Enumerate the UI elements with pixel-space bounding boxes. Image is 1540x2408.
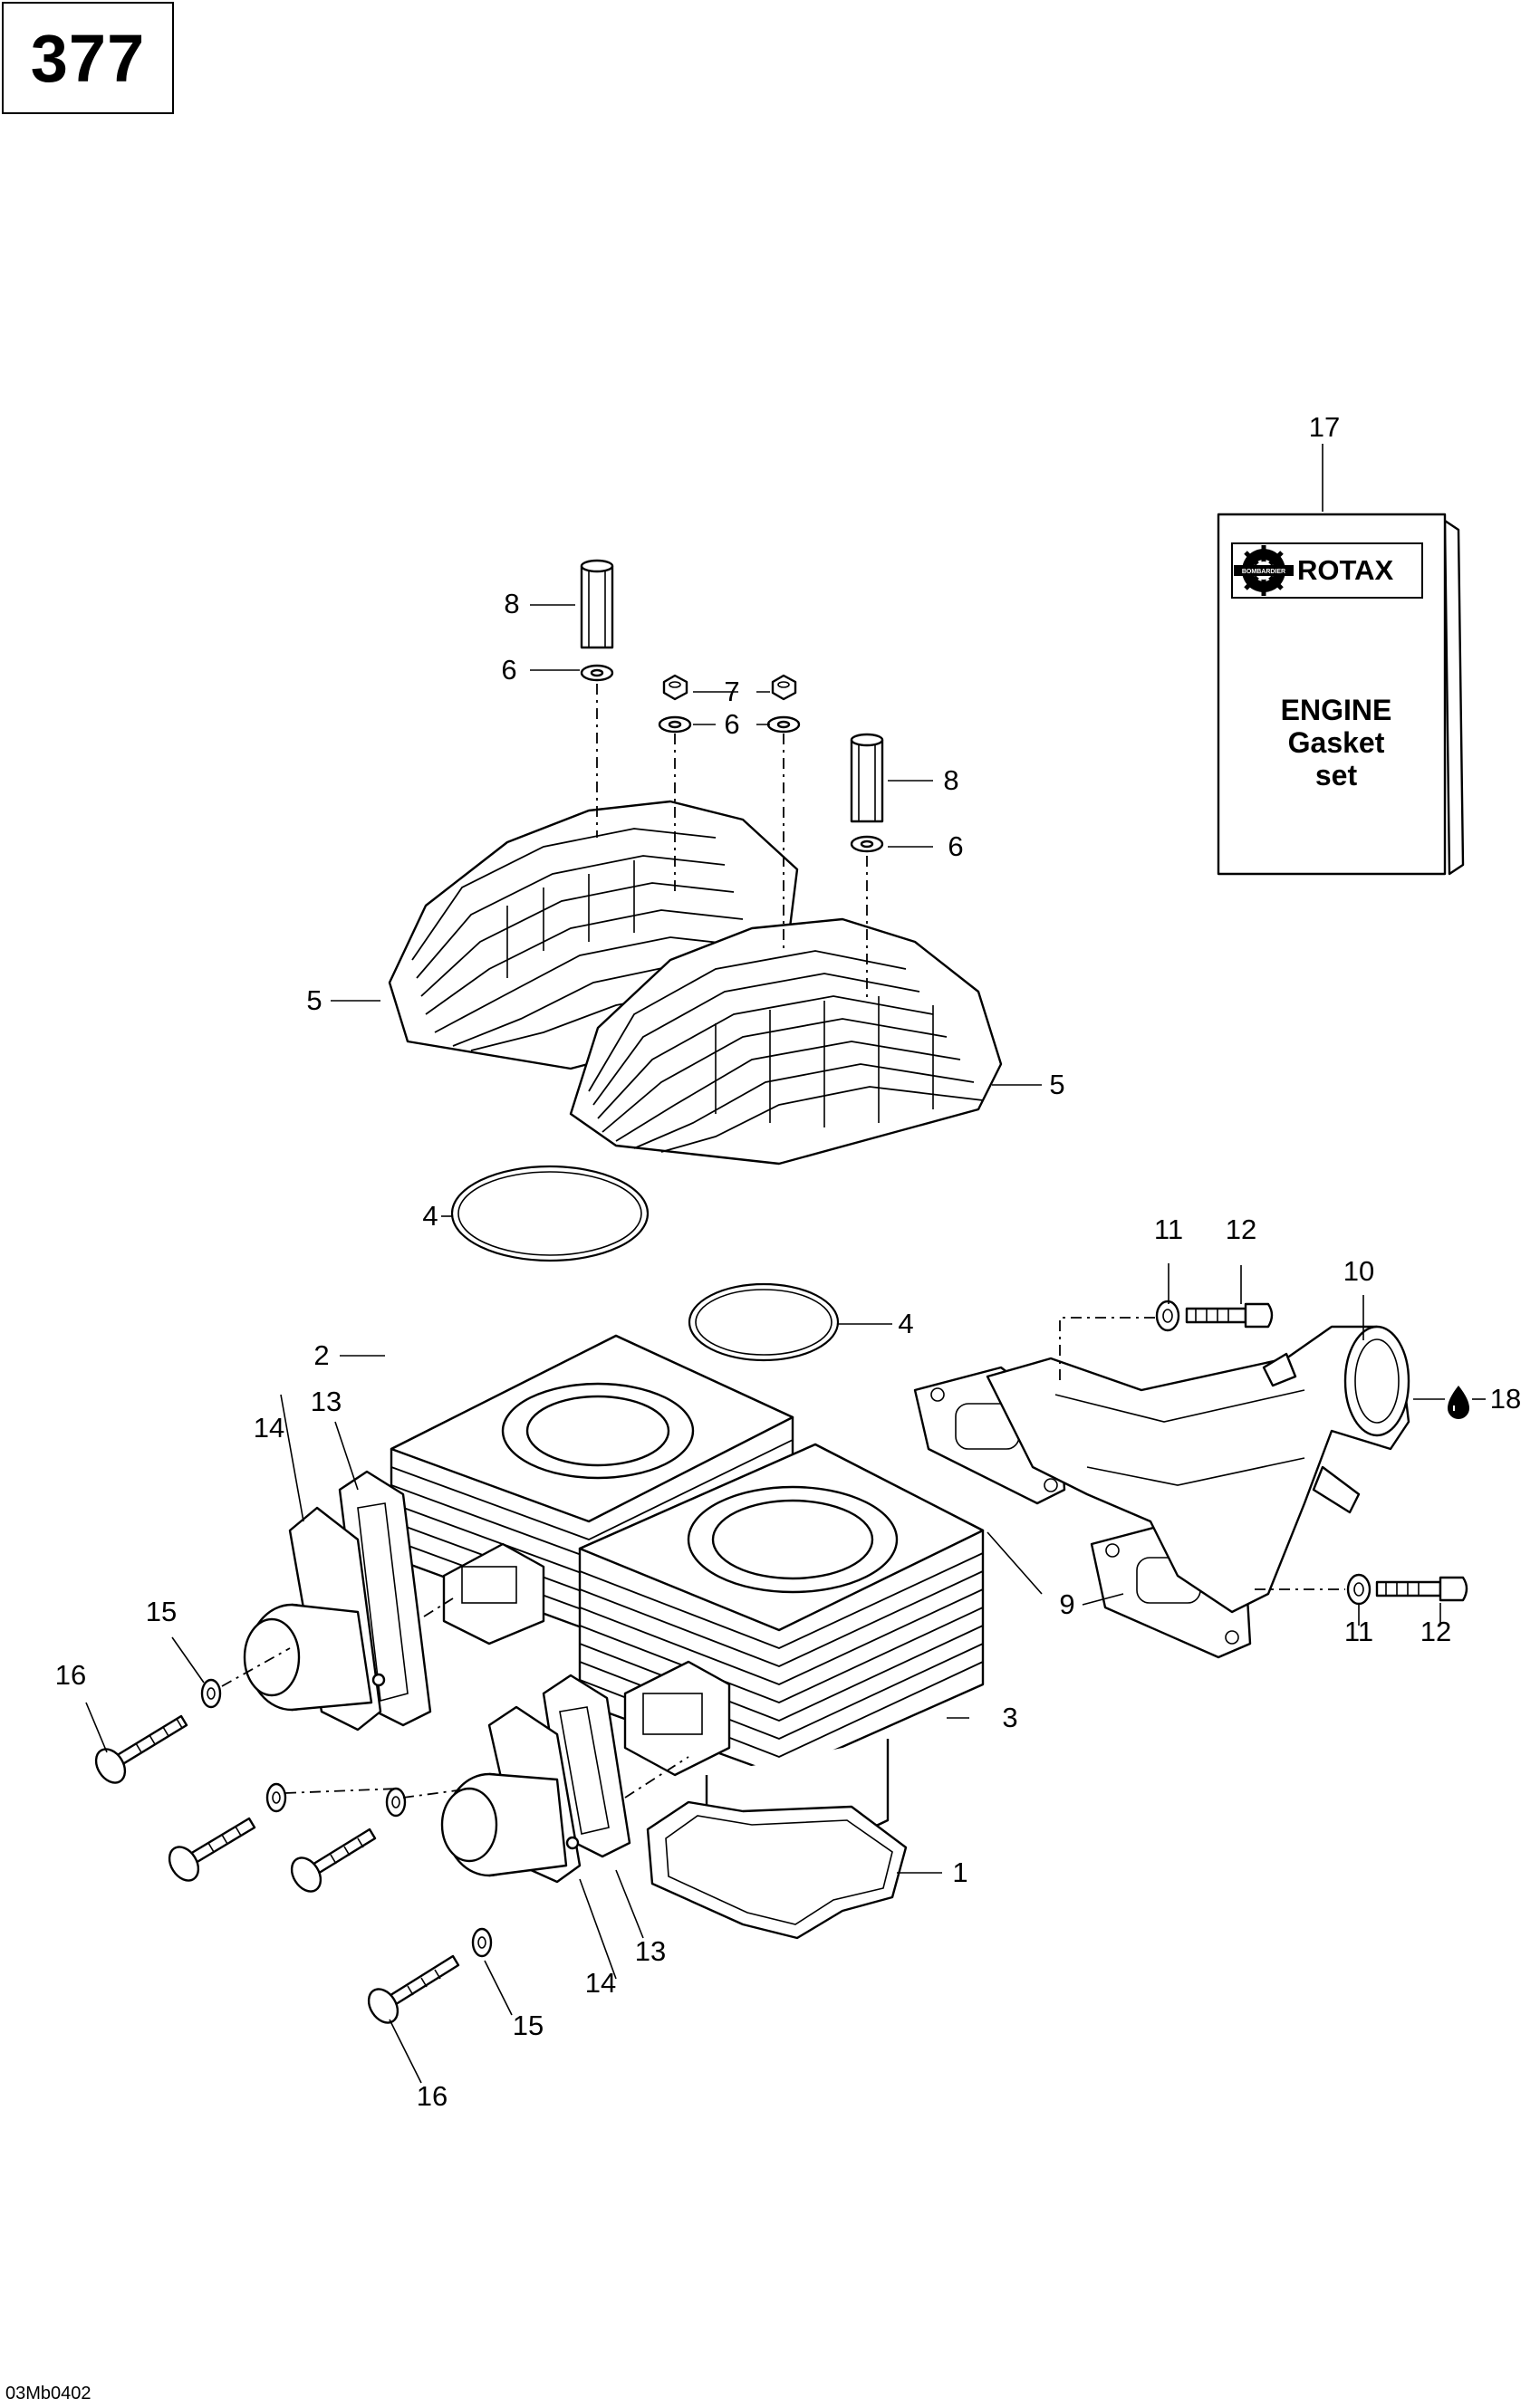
callout-15-lower: 15 [513, 2010, 544, 2041]
exhaust-manifold [986, 1325, 1410, 1614]
nut-b [771, 674, 797, 701]
seal-text: BOMBARDIER [1242, 569, 1285, 575]
stud-sleeve-left [580, 559, 614, 649]
washer-15-upper [200, 1678, 222, 1709]
callout-11-lower: 11 [1344, 1616, 1373, 1647]
washer-b [766, 715, 801, 734]
callout-12-upper: 12 [1226, 1214, 1256, 1245]
o-ring-lower [688, 1282, 840, 1362]
callout-16-lower: 16 [417, 2080, 448, 2112]
engine-gasket-set-manual: BOMBARDIER ROTAX ENGINE Gasket set [1217, 513, 1465, 876]
callout-6-right: 6 [948, 830, 963, 862]
bolt-16-mid-b [290, 1828, 377, 1893]
washer-a [658, 715, 692, 734]
bolt-16-upper [94, 1714, 188, 1784]
callout-8-right: 8 [943, 764, 958, 796]
washer-right [850, 835, 884, 853]
callout-5-right: 5 [1049, 1069, 1064, 1100]
stud-sleeve-right [850, 733, 884, 823]
callout-13-lower: 13 [635, 1935, 666, 1967]
intake-flange-upper [243, 1506, 386, 1732]
manual-brand: ROTAX [1297, 554, 1394, 586]
illustration-reference: 03Mb0402 [5, 2384, 91, 2403]
o-ring-upper [450, 1165, 650, 1262]
callout-14-upper: 14 [254, 1412, 284, 1444]
manual-title-line3: set [1315, 759, 1358, 791]
callout-2: 2 [313, 1339, 329, 1371]
callout-16-upper: 16 [55, 1659, 86, 1691]
base-gasket [646, 1800, 908, 1940]
intake-flange-lower [440, 1705, 582, 1884]
callout-11-upper: 11 [1154, 1214, 1183, 1245]
washer-15-mid-b [385, 1787, 407, 1818]
callout-5-left: 5 [306, 984, 322, 1016]
bolt-16-lower [367, 1954, 460, 2024]
callout-3: 3 [1002, 1702, 1017, 1733]
callout-17: 17 [1309, 411, 1340, 443]
washer-left [580, 664, 614, 682]
callout-15-upper: 15 [146, 1596, 177, 1627]
callout-13-upper: 13 [311, 1386, 342, 1417]
bolt-12-upper [1185, 1302, 1274, 1329]
cylinder-head-right [569, 917, 1003, 1166]
callout-1: 1 [952, 1856, 967, 1888]
oil-drop-icon [1448, 1386, 1469, 1419]
leader-lines [85, 444, 1486, 2084]
callout-4-lower: 4 [898, 1308, 913, 1339]
callout-8-upper: 8 [504, 588, 519, 619]
callout-4-upper: 4 [422, 1200, 438, 1232]
cylinder-front [578, 1443, 985, 1845]
callout-14-lower: 14 [585, 1967, 616, 1999]
bolt-12-lower [1375, 1576, 1468, 1602]
nut-a [662, 674, 688, 701]
page-number-box: 377 [2, 2, 174, 114]
washer-11-upper [1155, 1300, 1180, 1332]
manual-title-line2: Gasket [1288, 726, 1385, 759]
washer-15-mid-a [265, 1782, 287, 1813]
bombardier-gear-logo: BOMBARDIER [1234, 545, 1294, 596]
bolt-16-mid-a [168, 1817, 256, 1882]
callout-6-upper-mid: 6 [724, 708, 739, 740]
callout-18: 18 [1490, 1383, 1521, 1415]
callout-9: 9 [1059, 1588, 1074, 1620]
callout-12-lower: 12 [1420, 1616, 1451, 1647]
callout-10: 10 [1343, 1255, 1374, 1287]
callout-7: 7 [724, 676, 739, 707]
page-number: 377 [30, 20, 146, 96]
manual-title-line1: ENGINE [1281, 694, 1392, 726]
washer-11-lower [1346, 1573, 1372, 1606]
washer-15-lower [471, 1927, 493, 1958]
callout-6-upper-left: 6 [501, 654, 516, 686]
